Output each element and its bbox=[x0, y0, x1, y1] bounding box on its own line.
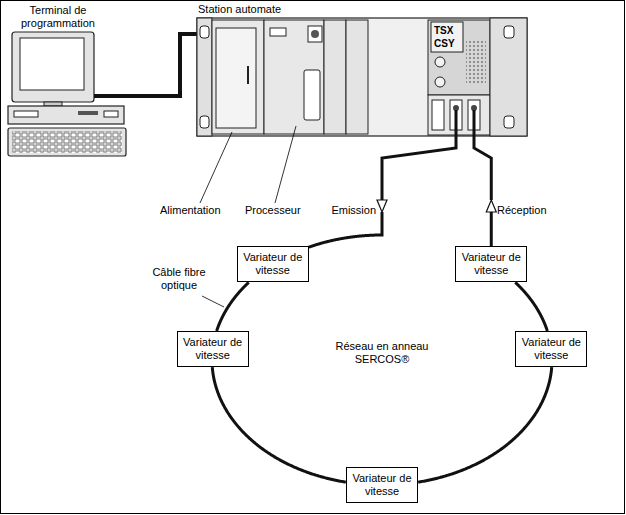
emission-arrow bbox=[377, 200, 387, 212]
fiber-optic-link bbox=[515, 282, 547, 331]
power-supply-module bbox=[212, 20, 264, 134]
drawing-detail bbox=[466, 40, 486, 84]
drawing-detail bbox=[504, 116, 514, 128]
drawing-detail bbox=[20, 38, 84, 90]
emission-fiber bbox=[382, 110, 456, 200]
drive-box: Variateur de vitesse bbox=[237, 246, 309, 282]
drawing-detail bbox=[247, 66, 249, 84]
drawing-detail bbox=[12, 32, 94, 102]
drawing-detail bbox=[200, 116, 209, 128]
drawing-detail bbox=[8, 106, 124, 124]
cable-label: Câble fibre optique bbox=[146, 266, 212, 292]
drawing-detail bbox=[311, 30, 319, 38]
drawing-detail bbox=[200, 26, 209, 38]
blank-module bbox=[346, 20, 368, 134]
drawing-detail bbox=[435, 77, 445, 87]
module-marking: CSY bbox=[434, 37, 462, 50]
network-label: Réseau en anneau SERCOS® bbox=[322, 340, 442, 366]
leader-line bbox=[202, 296, 224, 307]
part-label: Alimentation bbox=[160, 204, 240, 217]
drive-label: Variateur de vitesse bbox=[519, 336, 583, 362]
reception-arrow bbox=[486, 200, 496, 212]
drawing-detail bbox=[308, 26, 322, 42]
drawing-detail bbox=[78, 111, 98, 115]
port-label: Emission bbox=[318, 204, 376, 217]
drawing-detail bbox=[504, 26, 514, 38]
drive-box: Variateur de vitesse bbox=[346, 467, 418, 503]
drawing-detail bbox=[435, 57, 445, 67]
fiber-optic-link bbox=[418, 367, 552, 482]
reception-fiber bbox=[490, 212, 493, 246]
drive-label: Variateur de vitesse bbox=[181, 336, 245, 362]
fiber-optic-link bbox=[212, 367, 346, 482]
plc-rack bbox=[197, 18, 527, 136]
drawing-detail bbox=[8, 128, 126, 156]
sercos-module bbox=[428, 20, 490, 95]
drive-box: Variateur de vitesse bbox=[515, 331, 587, 367]
processor-module bbox=[264, 20, 324, 134]
drawing-detail bbox=[216, 28, 256, 128]
drawing-detail bbox=[432, 100, 444, 130]
device-label: Station automate bbox=[198, 3, 318, 16]
drawing-detail bbox=[197, 18, 527, 136]
drawing-detail bbox=[12, 131, 122, 153]
drawing-detail bbox=[428, 95, 490, 135]
drawing-detail bbox=[14, 111, 38, 117]
drawing-detail bbox=[197, 18, 212, 136]
part-label: Processeur bbox=[245, 204, 320, 217]
drawing-detail bbox=[270, 28, 286, 36]
port-label: Réception bbox=[497, 204, 567, 217]
module-marking: TSX bbox=[434, 24, 462, 37]
drawing-detail bbox=[304, 70, 320, 120]
leader-line bbox=[200, 132, 232, 203]
drive-box: Variateur de vitesse bbox=[455, 246, 527, 282]
drive-label: Variateur de vitesse bbox=[241, 251, 305, 277]
drive-label: Variateur de vitesse bbox=[459, 251, 523, 277]
drive-box: Variateur de vitesse bbox=[177, 331, 249, 367]
drawing-detail bbox=[490, 18, 527, 136]
blank-module bbox=[324, 20, 346, 134]
device-label: Terminal de programmation bbox=[8, 4, 108, 30]
reception-fiber bbox=[474, 110, 491, 200]
drive-label: Variateur de vitesse bbox=[350, 472, 414, 498]
leader-line bbox=[275, 126, 296, 203]
emission-fiber bbox=[309, 212, 382, 247]
fiber-optic-link bbox=[217, 282, 249, 331]
drawing-detail bbox=[104, 111, 118, 117]
drawing-detail bbox=[431, 22, 463, 52]
